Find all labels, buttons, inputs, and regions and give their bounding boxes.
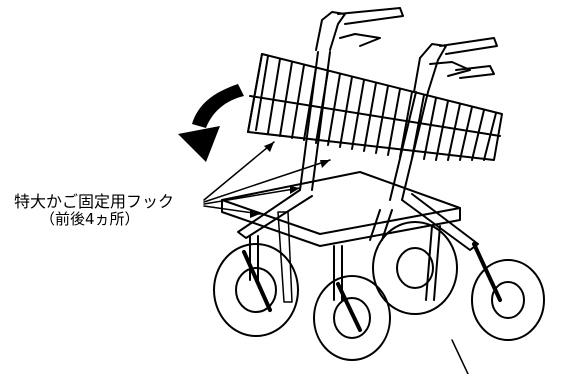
left-handle: [315, 7, 404, 51]
callout-label: 特大かご固定用フック: [14, 192, 175, 211]
bottom-leader-line: [451, 339, 469, 375]
hook-arrowheads: [250, 142, 330, 218]
strap: [277, 211, 293, 303]
rotation-arrow-icon: [178, 84, 244, 162]
wheel-rear-right: [372, 221, 458, 315]
oversized-basket: [247, 53, 503, 161]
wheel-front-left: [313, 275, 391, 361]
wheel-rear-left: [213, 243, 299, 337]
callout-sublabel: （前後4ヵ所）: [40, 210, 140, 228]
right-handle: [413, 37, 498, 93]
wheel-front-right: [471, 242, 545, 341]
